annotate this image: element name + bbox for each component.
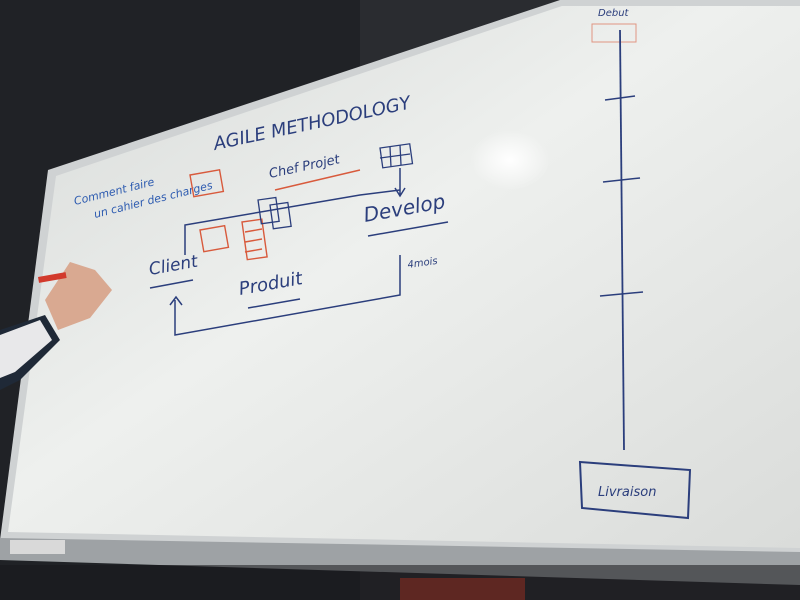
develop-underline <box>367 221 449 237</box>
whiteboard-surface <box>8 6 800 548</box>
label-duration: 4mois <box>407 256 438 271</box>
marker-pen <box>38 272 67 283</box>
timeline-tick-2 <box>602 177 641 183</box>
grid-icon <box>379 143 414 169</box>
livraison-box <box>578 460 692 520</box>
hand-with-marker <box>0 262 112 390</box>
tray-marker <box>10 540 65 554</box>
timeline-axis <box>619 29 625 451</box>
floor-shadow <box>0 565 800 600</box>
timeline-start-box <box>591 23 637 43</box>
client-underline <box>149 279 194 289</box>
label-livraison: Livraison <box>598 485 656 500</box>
chef-projet-underline <box>274 169 361 191</box>
produit-underline <box>247 298 301 309</box>
timeline-tick-1 <box>604 95 636 101</box>
timeline-tick-3 <box>599 291 644 297</box>
light-glare <box>470 130 550 190</box>
red-sketches <box>189 168 268 261</box>
label-timeline-start: Debut <box>598 8 630 19</box>
line-client-to-top <box>184 189 401 255</box>
loop-develop-to-client <box>169 255 401 336</box>
